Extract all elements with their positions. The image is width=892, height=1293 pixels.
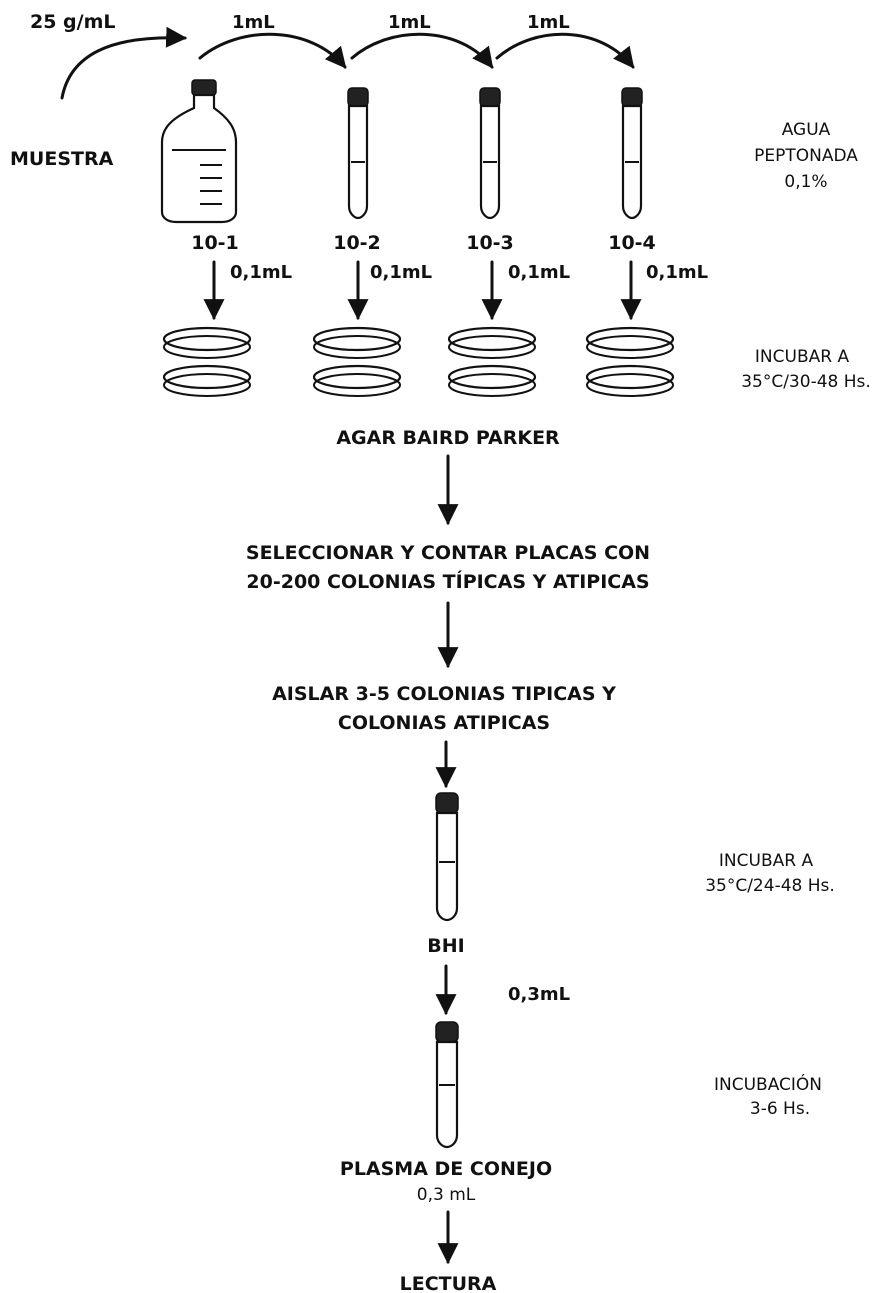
- bhi-incubation-line2: 35°C/24-48 Hs.: [705, 876, 835, 896]
- sample-label: MUESTRA: [10, 148, 114, 170]
- dilution-label-1: 10-1: [191, 232, 239, 254]
- final-label: LECTURA: [400, 1273, 497, 1293]
- sample-arrow: [62, 38, 185, 98]
- select-step-line1: SELECCIONAR Y CONTAR PLACAS CON: [246, 542, 650, 564]
- transfer-arrow-1: [200, 34, 345, 67]
- inoculum-label-3: 0,1mL: [508, 262, 570, 283]
- diluent-label-line1: AGUA: [782, 120, 831, 140]
- inoculum-label-1: 0,1mL: [230, 262, 292, 283]
- isolate-step-line1: AISLAR 3-5 COLONIAS TIPICAS Y: [272, 683, 616, 705]
- tube-icon: [348, 88, 368, 218]
- transfer-arrow-2: [352, 34, 492, 67]
- tube-icon: [622, 88, 642, 218]
- petri-dish-icon: [314, 328, 400, 358]
- plate-incubation-line2: 35°C/30-48 Hs.: [741, 372, 871, 392]
- plate-incubation-line1: INCUBAR A: [755, 347, 850, 367]
- dilution-label-2: 10-2: [333, 232, 381, 254]
- plasma-tube-icon: [436, 1022, 458, 1147]
- dilution-label-3: 10-3: [466, 232, 514, 254]
- plasma-incubation-line2: 3-6 Hs.: [750, 1099, 810, 1119]
- bhi-label: BHI: [427, 935, 464, 957]
- petri-dish-icon: [587, 328, 673, 358]
- transfer-label-2: 1mL: [388, 12, 431, 33]
- plasma-label: PLASMA DE CONEJO: [340, 1158, 552, 1180]
- petri-dish-icon: [449, 366, 535, 396]
- transfer-arrow-3: [497, 34, 633, 67]
- petri-dish-icon: [449, 328, 535, 358]
- sample-amount-label: 25 g/mL: [30, 11, 116, 33]
- petri-dish-icon: [587, 366, 673, 396]
- petri-dish-icon: [164, 366, 250, 396]
- bottle-icon: [162, 80, 236, 222]
- medium-label: AGAR BAIRD PARKER: [336, 427, 560, 449]
- diluent-label-line2: PEPTONADA: [754, 146, 858, 166]
- petri-dish-icon: [314, 366, 400, 396]
- petri-dish-icon: [164, 328, 250, 358]
- tube-icon: [480, 88, 500, 218]
- select-step-line2: 20-200 COLONIAS TÍPICAS Y ATIPICAS: [246, 570, 649, 593]
- inoculum-label-4: 0,1mL: [646, 262, 708, 283]
- plasma-volume: 0,3 mL: [417, 1185, 476, 1205]
- bhi-incubation-line1: INCUBAR A: [719, 851, 814, 871]
- isolate-step-line2: COLONIAS ATIPICAS: [338, 712, 550, 734]
- transfer-label-1: 1mL: [232, 12, 275, 33]
- bhi-tube-icon: [436, 793, 458, 920]
- inoculum-label-2: 0,1mL: [370, 262, 432, 283]
- diluent-label-line3: 0,1%: [784, 172, 827, 192]
- bhi-transfer-label: 0,3mL: [508, 984, 570, 1005]
- transfer-label-3: 1mL: [527, 12, 570, 33]
- dilution-label-4: 10-4: [608, 232, 656, 254]
- plasma-incubation-line1: INCUBACIÓN: [714, 1073, 822, 1095]
